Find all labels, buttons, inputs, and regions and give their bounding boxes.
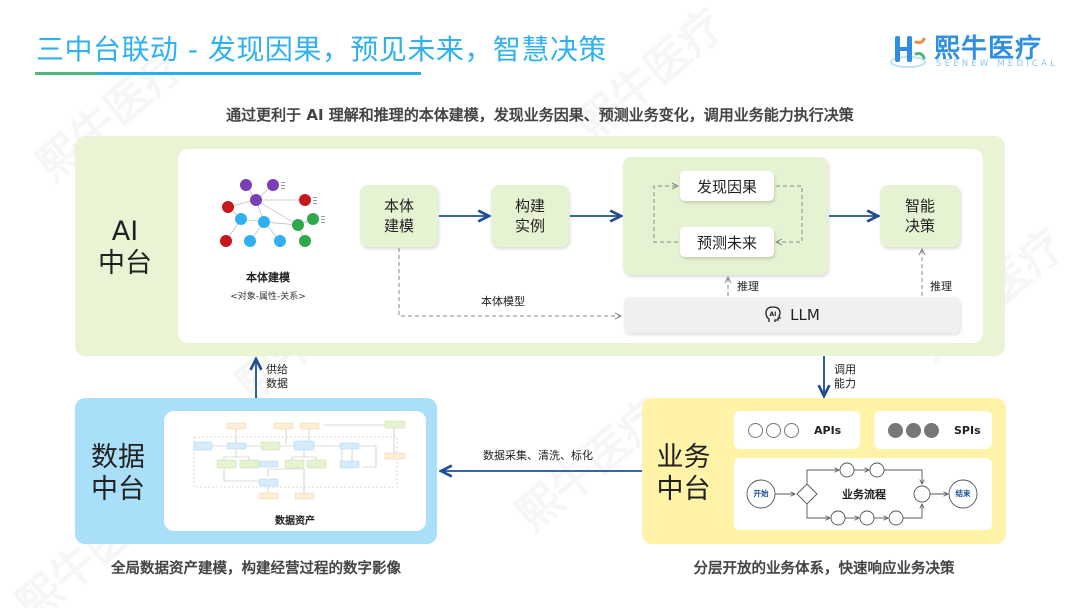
asset-node bbox=[216, 459, 237, 469]
label-collect-data: 数据采集、清洗、标化 bbox=[483, 449, 593, 462]
asset-node bbox=[226, 442, 247, 450]
asset-node bbox=[293, 440, 315, 451]
asset-node bbox=[384, 452, 406, 460]
flow-end-label: 结束 bbox=[955, 489, 971, 498]
step-label: 构建 bbox=[514, 196, 545, 215]
filled-circle-icon bbox=[888, 422, 903, 438]
causal-prediction-group: 发现因果 预测未来 bbox=[623, 157, 828, 275]
asset-node bbox=[306, 459, 327, 469]
flow-task-node bbox=[839, 462, 855, 478]
data-asset-diagram bbox=[193, 420, 406, 500]
business-platform-footer: 分层开放的业务体系，快速响应业务决策 bbox=[693, 561, 955, 577]
asset-node bbox=[260, 441, 281, 451]
open-circle-icon bbox=[766, 422, 781, 438]
label-invoke-capability: 调用能力 bbox=[834, 363, 856, 392]
edge-label-ontology-model: 本体模型 bbox=[481, 295, 525, 308]
asset-node bbox=[294, 492, 315, 500]
business-flow-diagram bbox=[746, 462, 978, 526]
step-label: 建模 bbox=[383, 217, 414, 235]
ai-head-icon: AI bbox=[765, 306, 782, 322]
ai-platform-label-line1: AI bbox=[111, 216, 139, 247]
step-ontology-modeling: 本体建模 bbox=[360, 185, 438, 247]
business-flow-card: 开始 业务流程 结束 bbox=[734, 458, 992, 530]
watermark: 熙牛医疗 bbox=[560, 0, 736, 153]
open-circle-icon bbox=[784, 422, 799, 438]
business-platform-panel: 业务 中台 APIs SPIs bbox=[642, 398, 1006, 544]
spis-label: SPIs bbox=[954, 423, 981, 437]
asset-node bbox=[193, 441, 213, 451]
page-title: 三中台联动 - 发现因果，预见未来，智慧决策 bbox=[36, 33, 607, 66]
flow-merge-node bbox=[913, 485, 931, 503]
title-underline-accent bbox=[35, 72, 97, 75]
ai-platform-label: AI 中台 bbox=[75, 216, 175, 281]
label-line: 供给 bbox=[266, 363, 288, 376]
flow-end-node bbox=[948, 479, 978, 509]
spis-card: SPIs bbox=[874, 411, 992, 449]
asset-node bbox=[258, 492, 279, 500]
flow-title: 业务流程 bbox=[842, 488, 886, 501]
flow-task-node bbox=[859, 510, 875, 526]
step-discover-causality: 发现因果 bbox=[680, 171, 774, 201]
logo-tagline: SEENEW MEDICAL bbox=[936, 59, 1059, 69]
ontology-graph-subtitle: <对象-属性-关系> bbox=[230, 292, 306, 302]
llm-bar: AI LLM bbox=[624, 297, 960, 333]
business-platform-label-line1: 业务 bbox=[656, 442, 711, 473]
edge-label-reasoning: 推理 bbox=[930, 280, 952, 293]
asset-node bbox=[339, 442, 360, 450]
apis-card: APIs bbox=[734, 411, 860, 449]
data-platform-label-line1: 数据 bbox=[91, 442, 145, 473]
asset-node bbox=[284, 459, 305, 469]
edge-label-reasoning: 推理 bbox=[737, 280, 759, 293]
flow-start-label: 开始 bbox=[753, 489, 769, 498]
asset-node bbox=[384, 420, 406, 429]
flow-task-node bbox=[869, 462, 885, 478]
filled-circle-icon bbox=[906, 422, 921, 438]
svg-text:AI: AI bbox=[770, 311, 777, 318]
flow-task-node bbox=[888, 510, 904, 526]
subtitle: 通过更利于 AI 理解和推理的本体建模，发现业务因果、预测业务变化，调用业务能力… bbox=[226, 106, 854, 124]
ai-platform-canvas: 本体建模 <对象-属性-关系> 本体建模 构建实例 发现因果 预测未来 智能决策… bbox=[178, 149, 983, 343]
ontology-graph bbox=[220, 179, 325, 247]
asset-node bbox=[258, 460, 279, 468]
asset-node bbox=[258, 478, 279, 487]
asset-node bbox=[273, 422, 294, 430]
open-circle-icon bbox=[748, 422, 763, 438]
flow-gateway bbox=[796, 483, 818, 505]
data-platform-footer: 全局数据资产建模，构建经营过程的数字影像 bbox=[111, 561, 401, 577]
asset-node bbox=[339, 460, 360, 469]
asset-node bbox=[299, 422, 320, 430]
label-line: 调用 bbox=[834, 363, 856, 376]
asset-node bbox=[226, 422, 247, 430]
label-line: 数据 bbox=[266, 377, 288, 391]
graph-node bbox=[220, 179, 319, 247]
logo-mark-icon bbox=[890, 36, 926, 68]
step-label: 决策 bbox=[904, 217, 935, 235]
ai-platform-label-line2: 中台 bbox=[98, 248, 152, 280]
label-line: 能力 bbox=[834, 377, 856, 391]
data-asset-title: 数据资产 bbox=[275, 516, 315, 527]
step-smart-decision: 智能决策 bbox=[880, 185, 960, 247]
data-platform-panel: 数据 中台 bbox=[75, 398, 437, 544]
ontology-graph-title: 本体建模 bbox=[246, 271, 290, 284]
asset-node bbox=[239, 459, 260, 469]
flow-task-node bbox=[830, 510, 846, 526]
step-label: 智能 bbox=[904, 196, 935, 215]
llm-label: LLM bbox=[790, 306, 820, 324]
step-predict-future: 预测未来 bbox=[680, 227, 774, 257]
filled-circle-icon bbox=[924, 422, 939, 438]
step-label: 实例 bbox=[514, 217, 545, 235]
business-platform-label-line2: 中台 bbox=[656, 474, 711, 506]
logo: 熙牛医疗 SEENEW MEDICAL bbox=[890, 28, 1055, 72]
data-asset-card: 数据资产 bbox=[164, 411, 426, 531]
business-platform-label: 业务 中台 bbox=[646, 442, 721, 507]
label-supply-data: 供给数据 bbox=[266, 363, 288, 392]
step-build-instance: 构建实例 bbox=[491, 185, 569, 247]
data-platform-label: 数据 中台 bbox=[83, 442, 153, 507]
title-underline bbox=[35, 72, 421, 75]
apis-label: APIs bbox=[814, 423, 842, 437]
step-label: 本体 bbox=[383, 196, 414, 215]
ai-platform-panel: AI 中台 bbox=[75, 136, 1005, 356]
logo-text: 熙牛医疗 bbox=[934, 34, 1043, 64]
data-platform-label-line2: 中台 bbox=[91, 474, 145, 506]
